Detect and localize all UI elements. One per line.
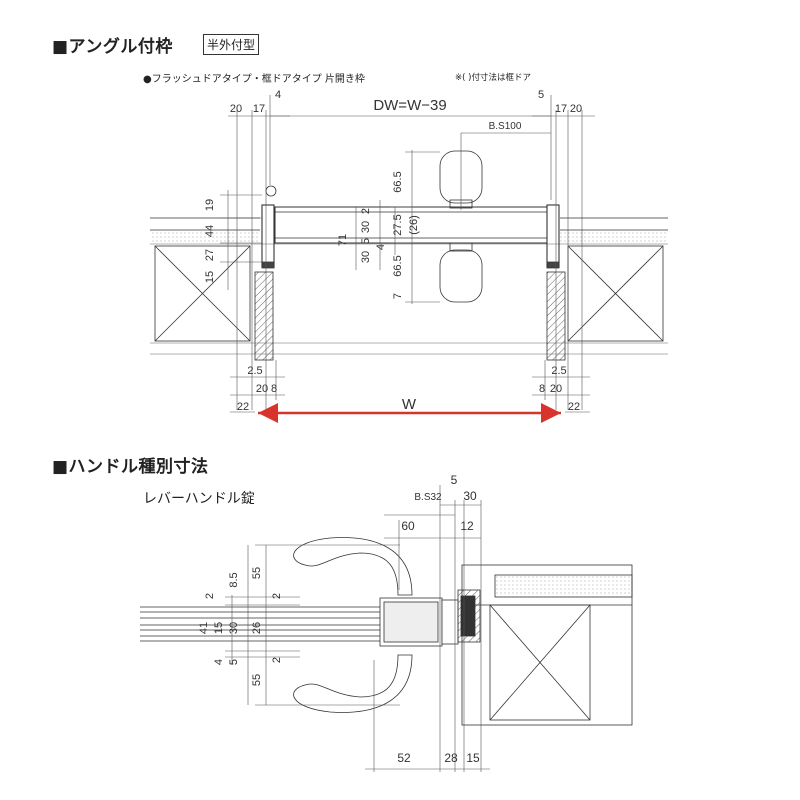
dim-2-5-left: 2.5 [247,365,262,377]
dim-41: 41 [198,622,210,634]
dim-15-s2: 15 [213,622,225,634]
dim-27-5: 27.5 [392,214,404,235]
dim-8-left: 8 [271,383,277,395]
dim-5-vert: 5 [228,659,240,665]
dim-8-5: 8.5 [228,572,240,587]
dim-bs100: B.S100 [489,121,522,132]
section2-dims: 5 B.S32 30 60 12 8.5 2 55 2 41 15 30 26 … [198,473,480,765]
dim-2-c: 2 [271,657,283,663]
dim-30-s2: 30 [463,489,477,503]
dim-bs32: B.S32 [414,492,442,503]
dim-71: 71 [337,234,349,246]
section2-title: ■ハンドル種別寸法 [52,457,209,477]
dim-4: 4 [375,244,387,250]
dim-55-bottom: 55 [251,674,263,686]
dim-27: 27 [204,249,216,261]
dim-4-left: 4 [275,89,281,101]
dim-55-top: 55 [251,567,263,579]
dim-26-s2: 26 [251,622,263,634]
dim-15: 15 [204,271,216,283]
dim-15-bottom: 15 [466,751,480,765]
dim-20-right: 20 [570,103,582,115]
dim-20-left: 20 [230,103,242,115]
section1-subtitle: ●フラッシュドアタイプ・框ドアタイプ 片開き枠 [143,74,365,85]
dim-30-vert: 30 [228,622,240,634]
dim-60: 60 [401,519,415,533]
section1-note: ※( )付寸法は框ドア [455,73,531,83]
dim-28: 28 [444,751,458,765]
section1-tag: 半外付型 [203,34,260,55]
dim-19: 19 [204,199,216,211]
dim-20-bottom-right: 20 [550,383,562,395]
section1-title: ■アングル付枠 [52,37,173,57]
dim-66-5-top: 66.5 [392,171,404,192]
dim-44: 44 [204,225,216,237]
dim-30-top: 30 [360,221,372,233]
dim-30-bottom: 30 [360,251,372,263]
dim-2-a: 2 [204,593,216,599]
dim-17-right: 17 [555,103,567,115]
dim-22-right: 22 [568,401,580,413]
dim-8-right: 8 [539,383,545,395]
section1-dims: 20 17 4 DW=W−39 5 17 20 B.S100 19 44 15 … [204,89,582,413]
dim-w: W [402,396,417,413]
dim-2: 2 [360,208,372,214]
dim-2-b: 2 [271,593,283,599]
dim-52: 52 [397,751,411,765]
dim-17-left: 17 [253,103,265,115]
dim-26: (26) [408,215,420,235]
dim-20-bottom-left: 20 [256,383,268,395]
dim-dw: DW=W−39 [373,97,446,114]
dim-2-5-right: 2.5 [551,365,566,377]
dim-7: 7 [392,293,404,299]
dim-5-s2: 5 [451,473,458,487]
dim-5: 5 [360,238,372,244]
dim-66-5-bottom: 66.5 [392,255,404,276]
dim-22-left: 22 [237,401,249,413]
section2-subtitle: レバーハンドル錠 [143,491,255,507]
dim-5-right: 5 [538,89,544,101]
dim-12: 12 [460,519,474,533]
lever-plan [140,537,633,726]
dim-4-s2: 4 [213,659,225,665]
